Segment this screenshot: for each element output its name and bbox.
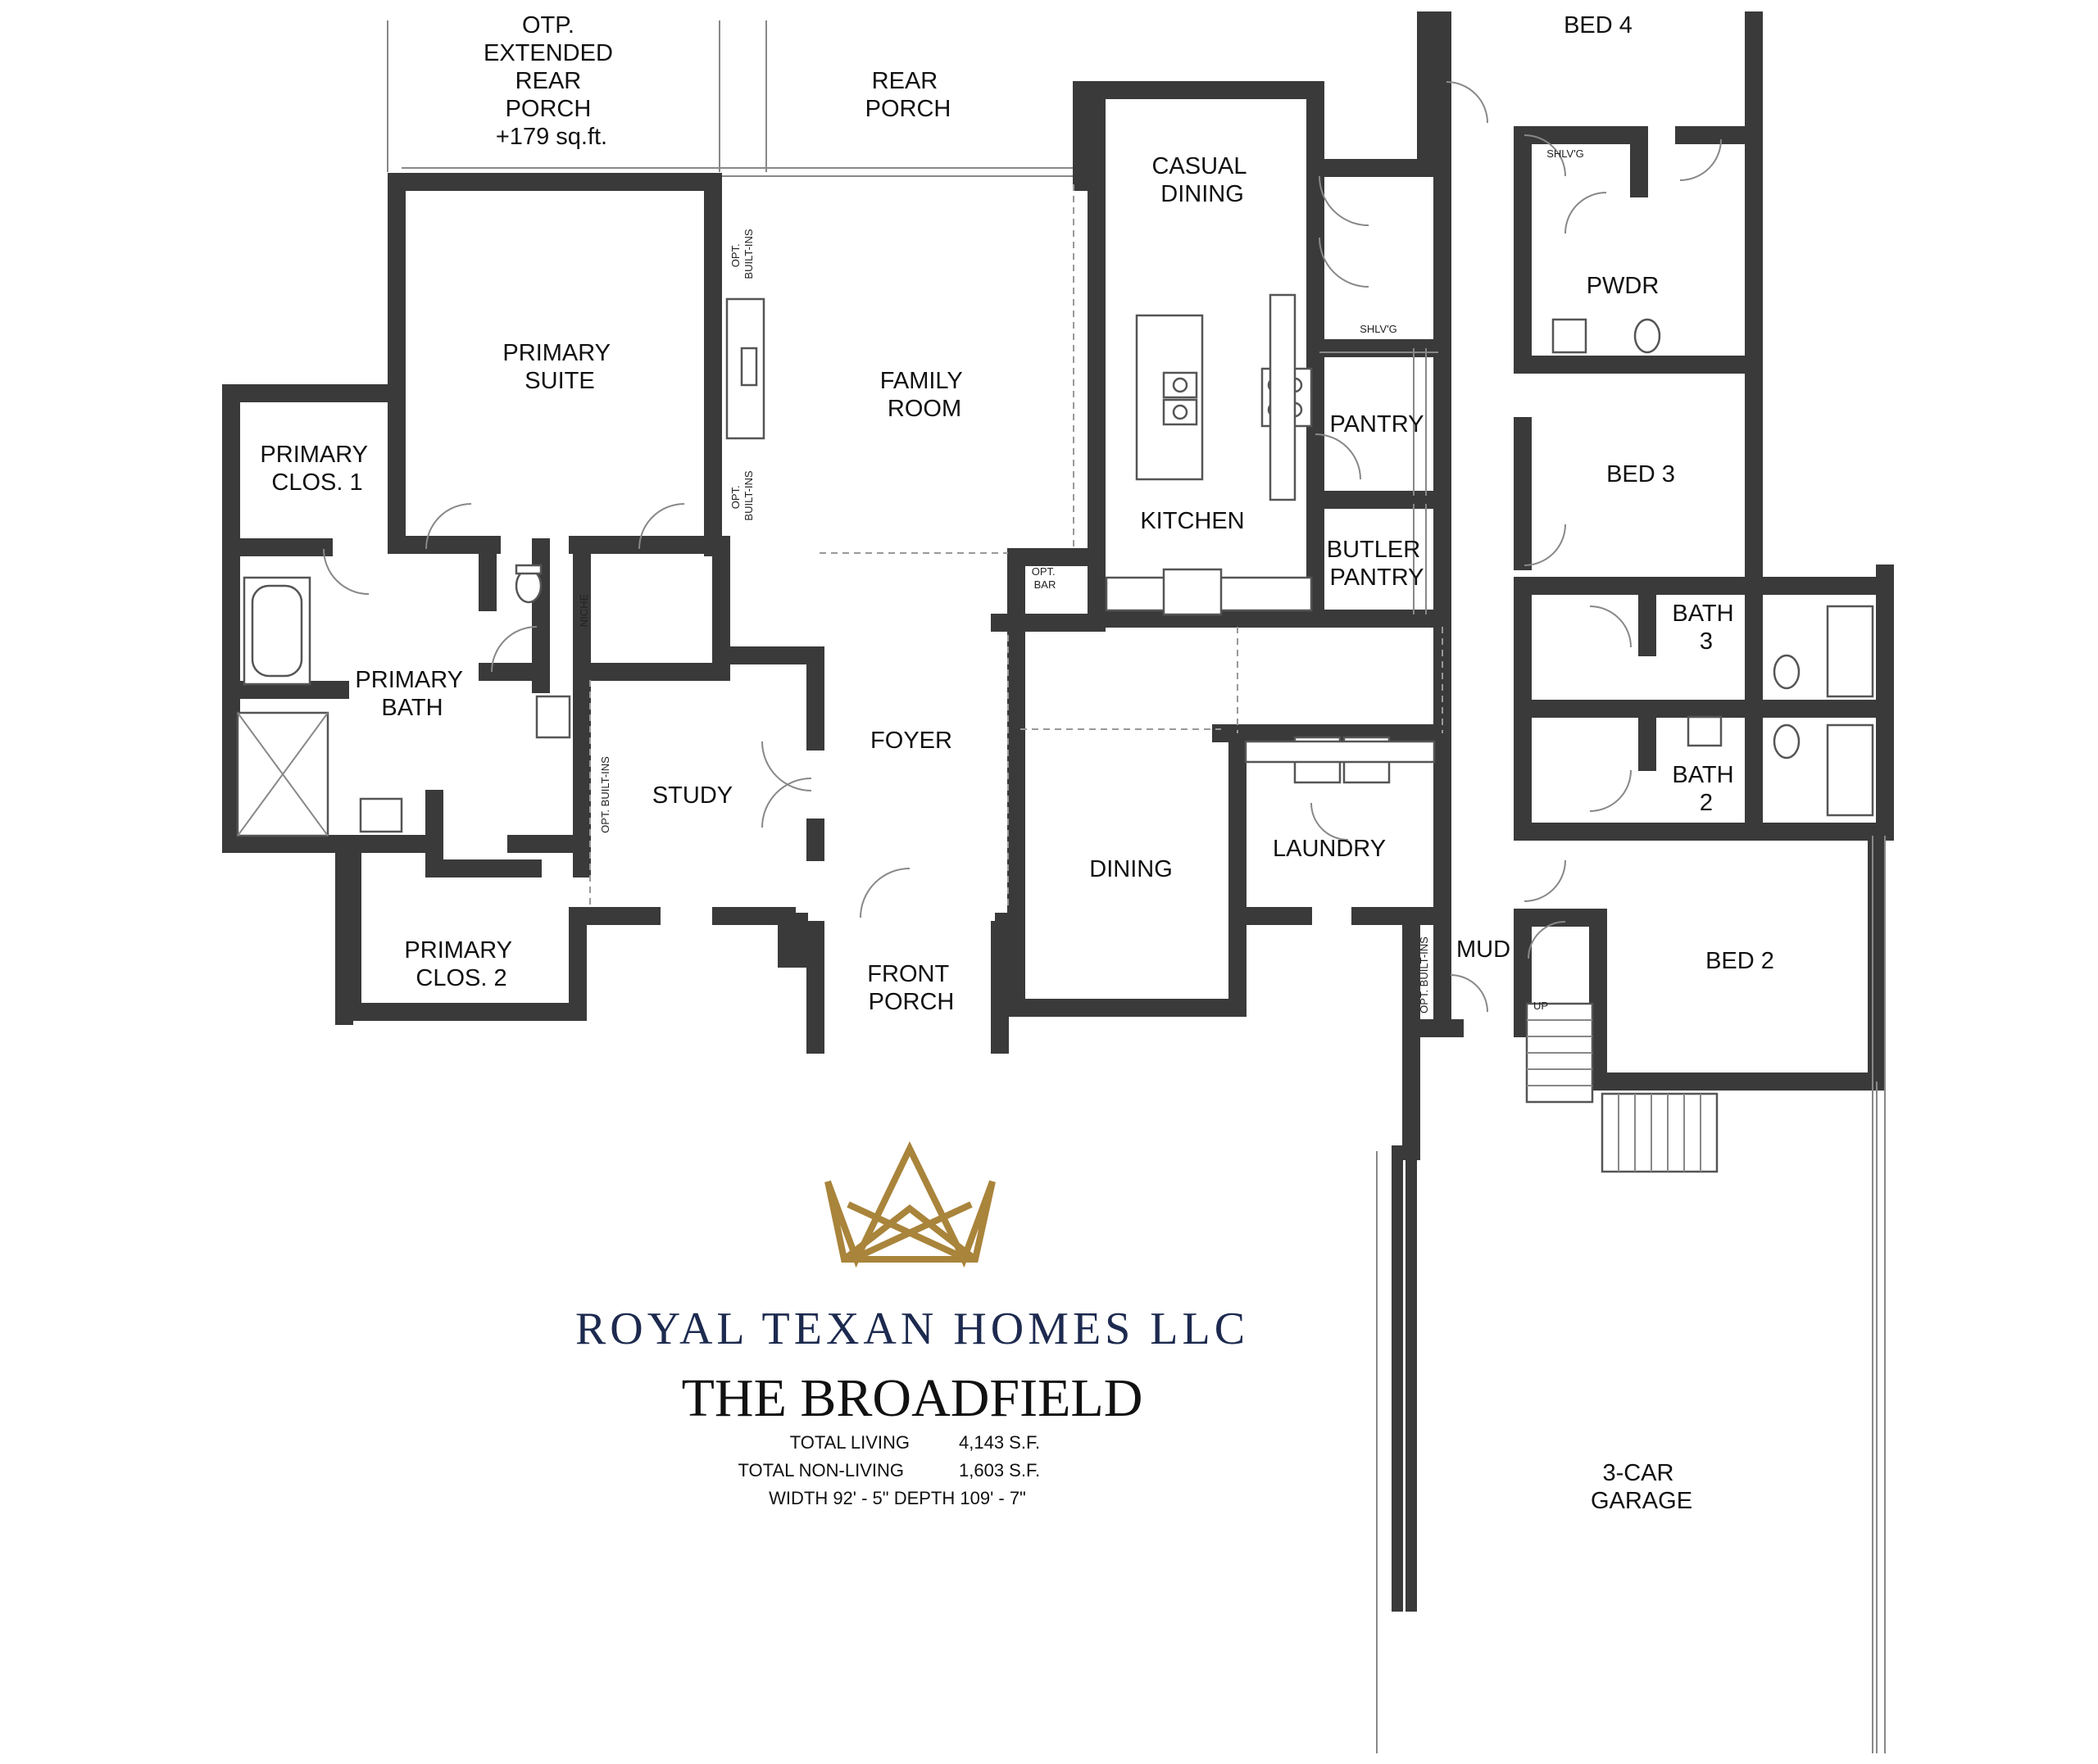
walls	[222, 11, 1894, 1753]
label-kitchen: KITCHEN	[1140, 508, 1244, 534]
label-primary-clos-2: PRIMARY CLOS. 2	[404, 937, 518, 991]
note-up: UP	[1533, 1000, 1548, 1012]
branding: ROYAL TEXAN HOMES LLC THE BROADFIELD TOT…	[575, 1304, 1249, 1508]
label-front-porch: FRONT PORCH	[867, 961, 955, 1015]
label-pwdr: PWDR	[1587, 273, 1660, 299]
total-living-value: 4,143 S.F.	[959, 1432, 1040, 1453]
total-non-living-value: 1,603 S.F.	[959, 1460, 1040, 1481]
label-primary-suite: PRIMARY SUITE	[502, 340, 616, 394]
label-pantry: PANTRY	[1330, 411, 1424, 438]
note-niche: NICHE	[578, 593, 590, 627]
note-opt-built-ins-lower: OPT. BUILT-INS	[729, 470, 755, 520]
note-opt-built-ins-upper: OPT. BUILT-INS	[729, 229, 755, 279]
plan-notes: SHLV'G SHLV'G OPT. BUILT-INS OPT. BUILT-…	[578, 147, 1584, 1014]
room-labels: OTP. EXTENDED REAR PORCH +179 sq.ft. REA…	[260, 12, 1773, 1514]
label-bath-3: BATH 3	[1672, 601, 1740, 655]
note-shlvg-kitchen: SHLV'G	[1360, 323, 1397, 335]
crown-logo	[824, 1140, 996, 1268]
fixtures	[236, 81, 1874, 1173]
label-rear-porch: REAR PORCH	[865, 68, 951, 122]
company-name: ROYAL TEXAN HOMES LLC	[575, 1304, 1249, 1354]
label-mud: MUD	[1456, 936, 1510, 963]
note-opt-built-ins-mud: OPT. BUILT-INS	[1418, 936, 1430, 1014]
label-primary-bath: PRIMARY BATH	[355, 667, 469, 721]
label-bed-4: BED 4	[1564, 12, 1633, 39]
label-laundry: LAUNDRY	[1273, 836, 1386, 862]
label-bed-3: BED 3	[1606, 461, 1675, 487]
label-otp-rear-porch: OTP. EXTENDED REAR PORCH +179 sq.ft.	[484, 12, 620, 150]
label-bed-2: BED 2	[1705, 948, 1774, 974]
dimensions: WIDTH 92' - 5" DEPTH 109' - 7"	[769, 1488, 1026, 1508]
label-study: STUDY	[652, 782, 733, 809]
label-butler-pantry: BUTLER PANTRY	[1327, 537, 1427, 591]
label-dining: DINING	[1089, 856, 1173, 882]
label-primary-clos-1: PRIMARY CLOS. 1	[260, 442, 374, 496]
note-opt-built-ins-study: OPT. BUILT-INS	[599, 756, 611, 833]
label-bath-2: BATH 2	[1672, 762, 1740, 816]
label-foyer: FOYER	[870, 728, 952, 754]
note-shlvg-pwdr: SHLV'G	[1546, 147, 1584, 160]
label-casual-dining: CASUAL DINING	[1151, 153, 1252, 207]
label-3-car-garage: 3-CAR GARAGE	[1591, 1460, 1692, 1514]
total-non-living-label: TOTAL NON-LIVING	[738, 1460, 904, 1481]
plan-name: THE BROADFIELD	[682, 1368, 1143, 1428]
note-opt-bar: OPT. BAR	[1032, 565, 1059, 591]
label-family-room: FAMILY ROOM	[880, 368, 970, 422]
total-living-label: TOTAL LIVING	[790, 1432, 910, 1453]
